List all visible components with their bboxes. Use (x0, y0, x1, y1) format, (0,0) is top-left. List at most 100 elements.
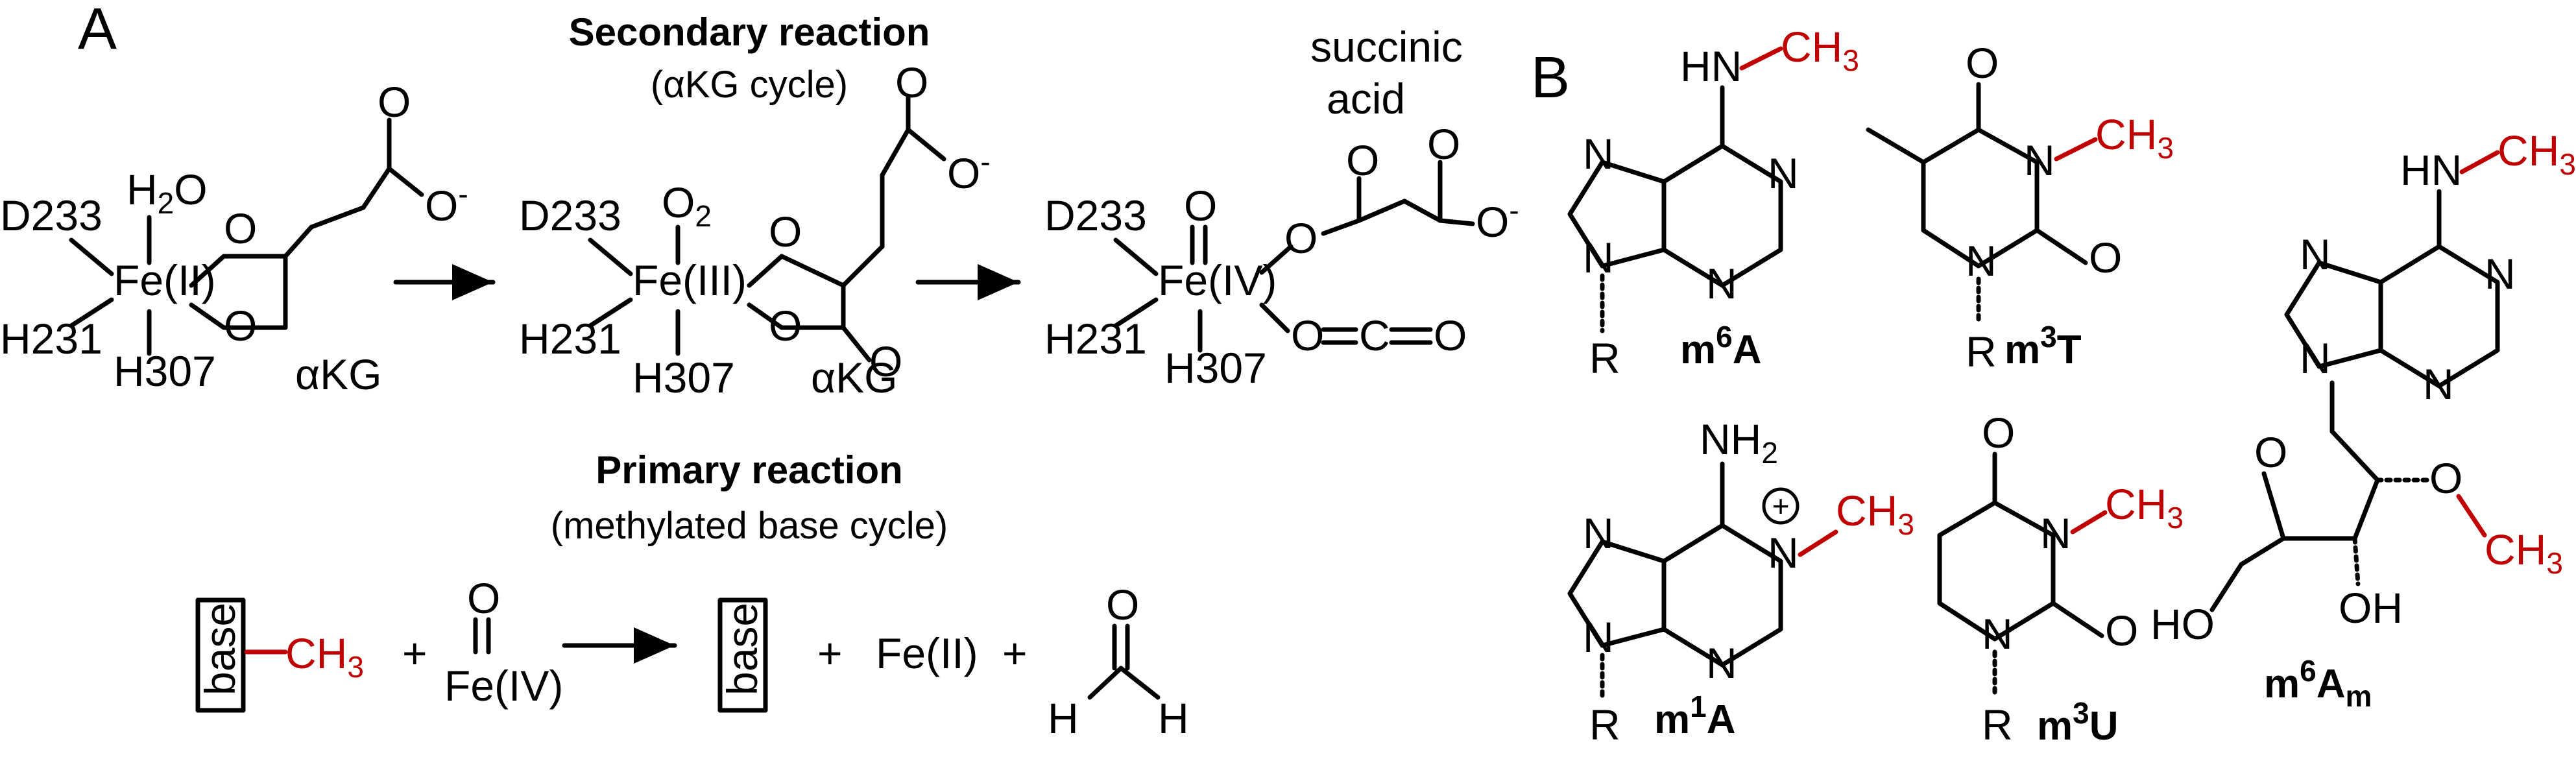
ferryl-label: Fe(IV) (444, 662, 563, 710)
m6a-r: R (1589, 334, 1620, 382)
m3t-c5-me (1866, 127, 1926, 165)
m1a-me-bond (1798, 529, 1838, 557)
m6am-imidazole (2284, 260, 2383, 369)
fe4-oxo-complex: succinic acid Fe(IV) D233 H231 H307 O O … (1044, 23, 1519, 392)
akg-ring-2 (747, 254, 846, 330)
akg2-chain3 (880, 127, 911, 178)
secondary-subtitle: (αKG cycle) (651, 64, 848, 106)
fe2-product: Fe(II) (876, 629, 978, 677)
akg-o1: O (224, 204, 257, 252)
m3u-o4: O (1982, 409, 2015, 457)
panel-b-label: B (1531, 45, 1570, 110)
m6am-n7: N (2300, 230, 2331, 278)
succ-bond-2 (1321, 218, 1362, 236)
m3u-n1: N (1982, 610, 2013, 658)
co2-o2: O (1434, 311, 1467, 359)
o2-label: O2 (662, 178, 712, 233)
base-box-2 (717, 597, 768, 713)
m1a-charge-circle (1762, 487, 1800, 525)
d233-bond-3 (1113, 237, 1159, 276)
m6am-c3-oh (2352, 536, 2361, 586)
m1a-structure: NH2 N N N N + CH3 R m1A (1567, 415, 1914, 749)
m3u-r: R (1982, 701, 2013, 749)
akg-o3: O (378, 78, 411, 126)
primary-title: Primary reaction (596, 448, 903, 492)
akg-co-single (387, 166, 424, 197)
m1a-n1: N (1768, 529, 1799, 577)
secondary-title: Secondary reaction (569, 10, 930, 54)
akg2-o2: O (769, 302, 802, 350)
fe2-akg-complex: Fe(II) D233 H231 H307 H2O O O O O- αKG (0, 78, 468, 398)
fe3-complex: Fe(III) D233 H231 H307 O2 O O O O- O αKG (519, 58, 991, 402)
akg2-co2 (906, 127, 946, 162)
m6a-me-bond (1739, 46, 1783, 71)
m6am-hn: HN (2400, 146, 2462, 194)
co2-c: C (1359, 311, 1390, 359)
d233-bond (69, 237, 114, 276)
m6a-n9: N (1583, 234, 1614, 282)
akg-o2: O (224, 302, 257, 350)
m6a-n3: N (1706, 259, 1737, 307)
akg2-keto (841, 325, 872, 363)
m6am-och3: CH3 (2485, 525, 2563, 580)
m3t-r: R (1966, 328, 1997, 376)
h231-bond (69, 297, 114, 328)
akg-label-2: αKG (811, 354, 898, 402)
m1a-r: R (1589, 701, 1620, 749)
m6am-2o: O (2429, 454, 2462, 502)
m6am-ho: HO (2150, 600, 2215, 648)
akg-chain2 (309, 205, 366, 230)
h231-label: H231 (0, 315, 102, 363)
succ-bond-5 (1438, 218, 1475, 226)
m6a-n1: N (1768, 149, 1799, 197)
akg2-o3: O (895, 58, 928, 106)
oxo-o: O (1184, 182, 1217, 230)
d233-label-3: D233 (1044, 191, 1147, 239)
d233-label-2: D233 (519, 191, 621, 239)
m6a-imidazole (1567, 160, 1667, 269)
succ-bond-4 (1402, 199, 1443, 223)
base-box-1 (195, 597, 246, 713)
succinic-label-2: acid (1327, 75, 1405, 123)
succ-carboxylate: O- (1476, 193, 1519, 246)
methyl-label: CH3 (285, 629, 364, 684)
m3t-n1: N (1966, 237, 1997, 285)
m3t-n3: N (2024, 136, 2055, 184)
primary-subtitle: (methylated base cycle) (551, 505, 948, 547)
m6am-name: m6Am (2264, 654, 2372, 713)
m3u-name: m3U (2037, 696, 2119, 749)
form-h1-bond (1087, 666, 1124, 700)
formaldehyde-h1: H (1048, 694, 1079, 742)
m6am-c5 (2239, 536, 2286, 567)
m1a-n3: N (1706, 639, 1737, 687)
akg-chain (283, 224, 314, 259)
h231-bond-2 (588, 297, 633, 328)
m6am-ome-bond (2456, 494, 2487, 538)
m3u-me-bond (2070, 510, 2108, 535)
h307-label: H307 (114, 347, 216, 395)
m1a-nh2: NH2 (1700, 415, 1778, 470)
h231-label-2: H231 (519, 315, 621, 363)
m3u-o2: O (2105, 607, 2138, 655)
m3t-me-bond (2054, 137, 2098, 162)
m6am-n3: N (2423, 360, 2454, 408)
d233-bond-2 (588, 237, 633, 276)
formaldehyde-o: O (1106, 581, 1139, 629)
plus-3: + (1002, 629, 1028, 677)
d233-label: D233 (0, 191, 102, 239)
m1a-name: m1A (1654, 690, 1736, 742)
akg2-o1: O (769, 208, 802, 256)
m3t-o2: O (2089, 234, 2122, 282)
m3t-co2 (2034, 228, 2088, 265)
m6a-hn: HN (1680, 42, 1742, 90)
m6am-n9: N (2300, 334, 2331, 382)
ferryl-o: O (467, 574, 500, 622)
m3u-ring (1937, 500, 2056, 642)
m6am-structure: HN CH3 N N N N O HO OH O CH3 m6Am (2150, 126, 2576, 713)
plus-2: + (817, 629, 843, 677)
m6a-name: m6A (1680, 320, 1762, 372)
m6a-ch3: CH3 (1781, 23, 1859, 77)
water-label: H2O (126, 165, 208, 220)
succ-o2: O (1346, 136, 1379, 184)
